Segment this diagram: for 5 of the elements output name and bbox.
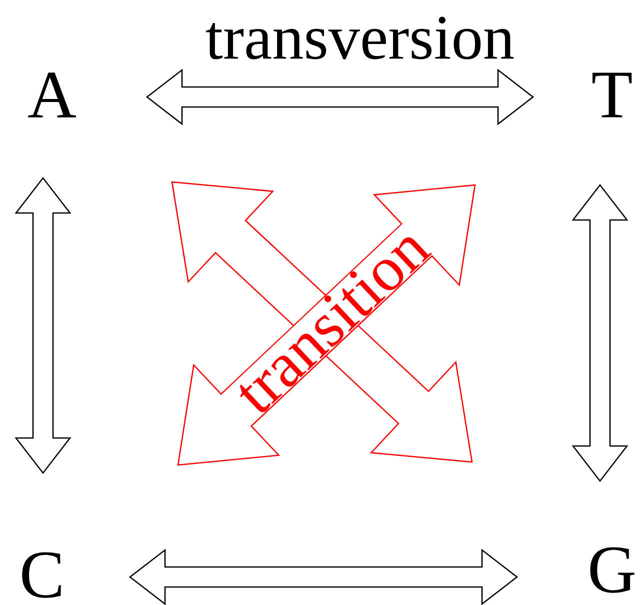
base-letter: A <box>28 72 76 118</box>
base-letter: C <box>22 552 61 598</box>
edge-label: transversion <box>205 16 515 60</box>
base-letter: G <box>590 547 634 593</box>
base-letter: T <box>592 72 632 118</box>
